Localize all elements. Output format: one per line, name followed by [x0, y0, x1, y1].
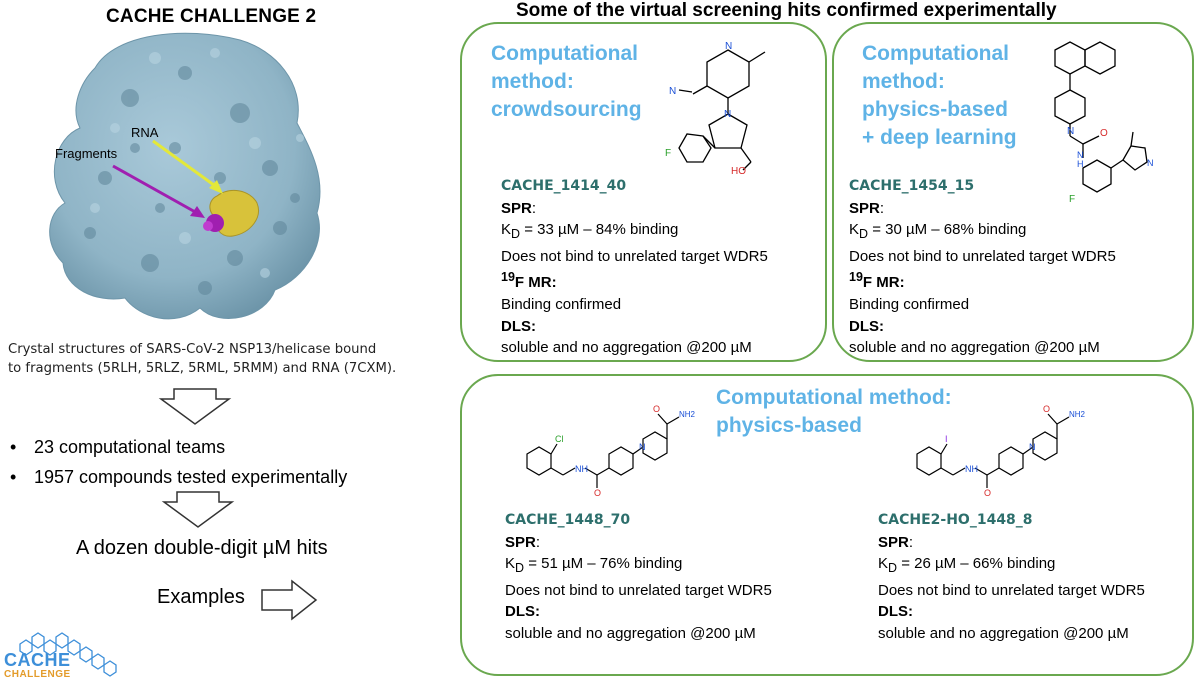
caption-line-2: to fragments (5RLH, 5RLZ, 5RML, 5RMM) an…: [8, 361, 397, 376]
atom-o: O: [984, 488, 991, 496]
atom-o: O: [594, 488, 601, 496]
atom-oh: HO: [731, 166, 746, 175]
molecule-cache2-ho-1448-8: I NH N O O NH2: [916, 404, 1086, 496]
compound-id: CACHE_1448_70: [505, 512, 631, 528]
dls-result: soluble and no aggregation @200 µM: [501, 339, 752, 357]
down-arrow-icon: [158, 388, 232, 425]
atom-o2: O: [653, 404, 660, 414]
kd-value: KD = 30 µM – 68% binding: [849, 221, 1027, 242]
atom-nh: NH: [575, 464, 588, 474]
protein-structure-image: [49, 32, 321, 320]
wdr5-result: Does not bind to unrelated target WDR5: [878, 581, 1145, 599]
atom-n: N: [639, 442, 646, 452]
atom-n-pyrrolidine: N: [724, 109, 731, 120]
compound-id: CACHE_1454_15: [849, 178, 975, 194]
atom-n-ring: N: [725, 41, 732, 52]
nmr-result: Binding confirmed: [849, 295, 970, 313]
panel-physics-deep-learning: [832, 22, 1194, 362]
stats-list: 23 computational teams 1957 compounds te…: [10, 432, 347, 492]
atom-nh2: NH2: [679, 410, 696, 419]
compound-info: CACHE_1414_40 SPR: KD = 33 µM – 84% bind…: [501, 176, 768, 359]
hits-summary: A dozen double-digit µM hits: [76, 537, 328, 559]
right-title: Some of the virtual screening hits confi…: [516, 0, 1057, 21]
wdr5-result: Does not bind to unrelated target WDR5: [501, 247, 768, 265]
caption-line-1: Crystal structures of SARS-CoV-2 NSP13/h…: [8, 342, 377, 357]
dls-result: soluble and no aggregation @200 µM: [849, 339, 1100, 357]
atom-n-tetrazole: N: [1147, 158, 1154, 168]
down-arrow-icon: [161, 491, 235, 528]
compound-info: CACHE_1454_15 SPR: KD = 30 µM – 68% bind…: [849, 176, 1116, 359]
right-arrow-icon: [261, 579, 318, 621]
wdr5-result: Does not bind to unrelated target WDR5: [505, 581, 772, 599]
dls-label: DLS:: [878, 603, 913, 621]
atom-n: N: [1029, 442, 1036, 452]
dls-label: DLS:: [501, 317, 536, 335]
nmr-label: 19F MR:: [849, 270, 905, 292]
compound-id: CACHE2-HO_1448_8: [878, 512, 1033, 528]
examples-label: Examples: [157, 586, 245, 608]
molecule-cache-1414-40: N N N F HO: [665, 41, 766, 175]
molecule-cache-1454-15: N O H N F N: [1054, 41, 1154, 205]
method-title: Computational method: crowdsourcing: [491, 42, 642, 121]
logo-line-2: CHALLENGE: [4, 669, 71, 680]
dls-result: soluble and no aggregation @200 µM: [878, 624, 1129, 642]
compound-info: CACHE_1448_70 SPR: KD = 51 µM – 76% bind…: [505, 510, 772, 645]
cache-logo-icon: [19, 632, 117, 677]
nmr-result: Binding confirmed: [501, 295, 622, 313]
wdr5-result: Does not bind to unrelated target WDR5: [849, 247, 1116, 265]
panel-crowdsourcing: [460, 22, 827, 362]
atom-nh: NH: [965, 464, 978, 474]
atom-cl: Cl: [555, 434, 564, 444]
logo-line-1: CACHE: [4, 650, 71, 670]
compound-id: CACHE_1414_40: [501, 178, 627, 194]
stat-item: 1957 compounds tested experimentally: [10, 462, 347, 492]
method-title: Computational method: physics-based: [716, 386, 952, 437]
atom-n-amide: N: [1077, 150, 1084, 160]
molecule-cache-1448-70: Cl NH N O O NH2: [526, 404, 696, 496]
atom-nh: H: [1077, 159, 1084, 169]
atom-n-piperidine: N: [1067, 126, 1074, 137]
kd-value: KD = 26 µM – 66% binding: [878, 555, 1056, 576]
dls-label: DLS:: [505, 603, 540, 621]
fragments-label: Fragments: [55, 146, 118, 161]
atom-f: F: [665, 148, 671, 159]
structure-caption: Crystal structures of SARS-CoV-2 NSP13/h…: [8, 340, 428, 378]
rna-label: RNA: [131, 125, 159, 140]
dls-result: soluble and no aggregation @200 µM: [505, 624, 756, 642]
kd-value: KD = 51 µM – 76% binding: [505, 555, 683, 576]
atom-nh2: NH2: [1069, 410, 1086, 419]
atom-i: I: [945, 434, 948, 444]
atom-f: F: [1069, 194, 1075, 205]
compound-info: CACHE2-HO_1448_8 SPR: KD = 26 µM – 66% b…: [878, 510, 1145, 645]
stat-item: 23 computational teams: [10, 432, 347, 462]
nmr-label: 19F MR:: [501, 270, 557, 292]
left-title: CACHE CHALLENGE 2: [106, 6, 317, 27]
panel-physics-based: [460, 374, 1194, 676]
kd-value: KD = 33 µM – 84% binding: [501, 221, 679, 242]
method-title: Computational method: physics-based + de…: [862, 42, 1017, 149]
atom-o2: O: [1043, 404, 1050, 414]
atom-n-cyano: N: [669, 86, 676, 97]
dls-label: DLS:: [849, 317, 884, 335]
atom-o: O: [1100, 128, 1108, 139]
